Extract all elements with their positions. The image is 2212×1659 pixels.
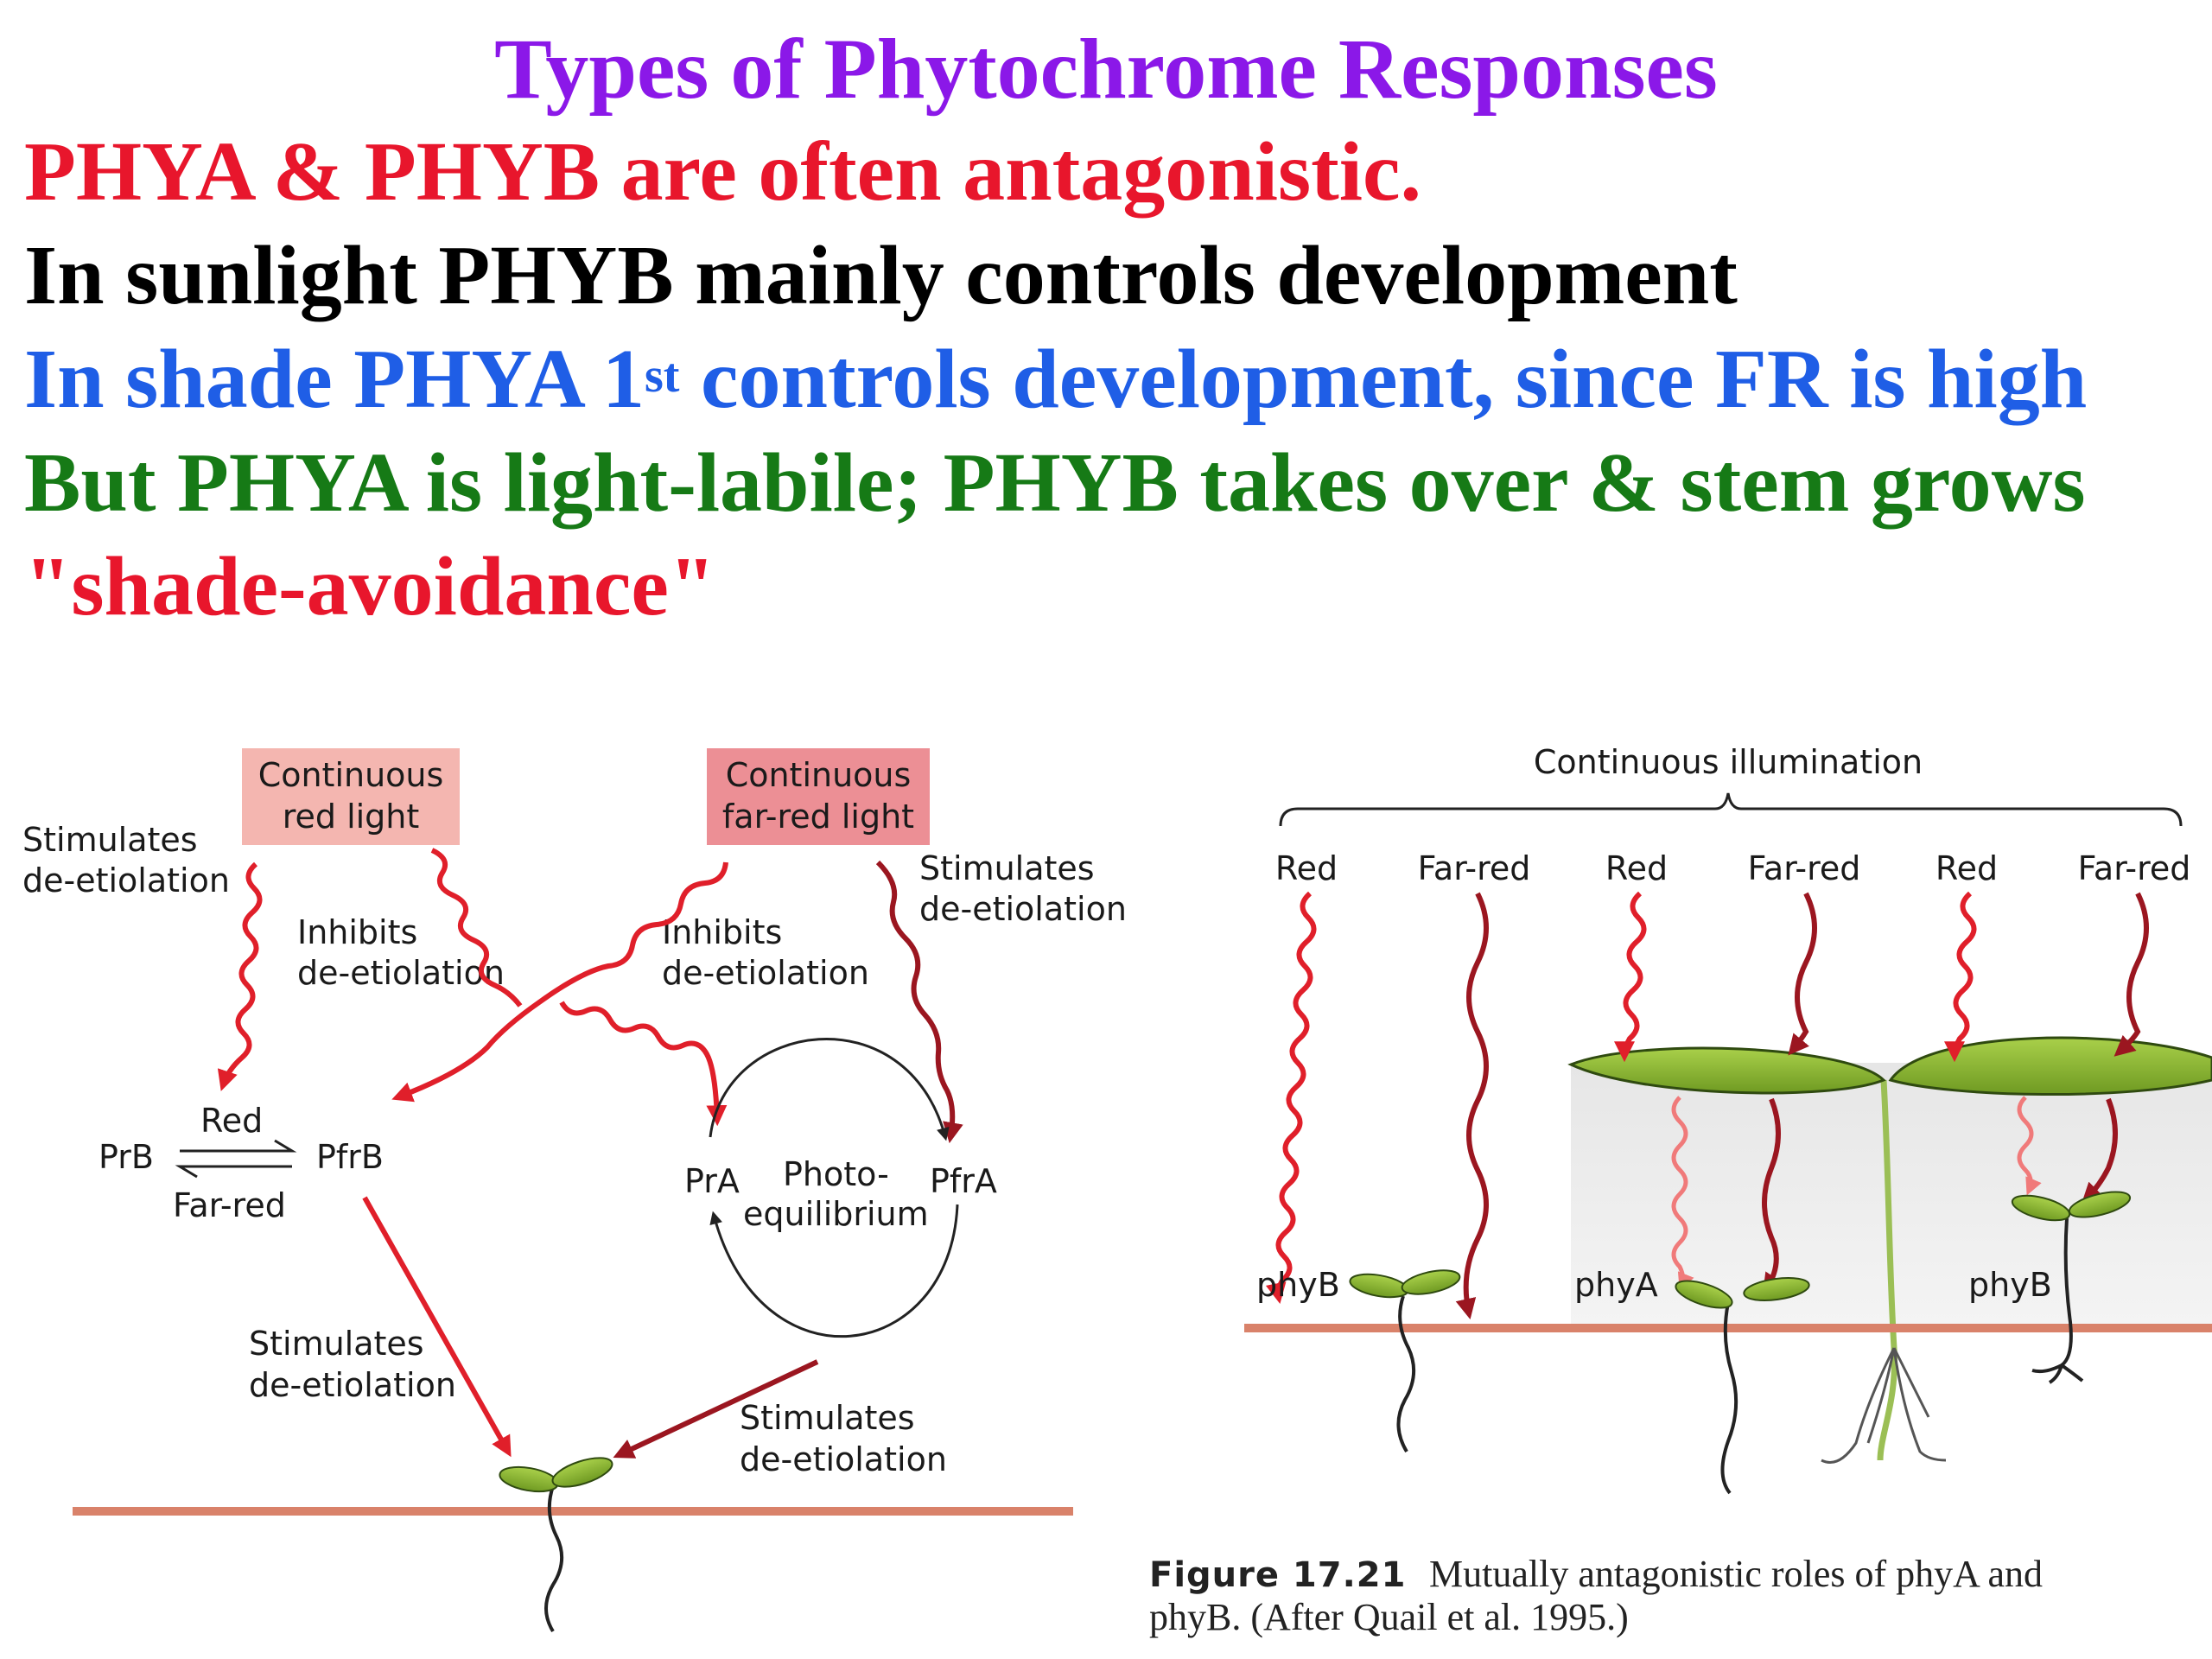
figure-number: Figure 17.21 xyxy=(1149,1555,1406,1595)
continuous-farred-line1: Continuous xyxy=(726,756,912,794)
inhib2-line1: Inhibits xyxy=(662,913,782,951)
seedling-phyb-right xyxy=(2011,1191,2132,1384)
photo-line2: equilibrium xyxy=(743,1195,929,1233)
reverse-conversion-arrow xyxy=(175,1165,292,1179)
text-line-shade-avoidance: "shade-avoidance" xyxy=(24,540,716,633)
arrow-farred-to-pfrb xyxy=(391,861,728,1103)
text-line-sunlight: In sunlight PHYB mainly controls develop… xyxy=(24,229,1738,322)
soil-line-right xyxy=(1244,1324,2212,1332)
seedling-left xyxy=(499,1457,613,1633)
tall-plant-roots xyxy=(1821,1347,1947,1464)
soil-line-left xyxy=(73,1507,1073,1516)
continuous-farred-box xyxy=(707,748,930,845)
beam-label-2: Far-red xyxy=(1418,849,1531,887)
beam-red-2 xyxy=(1614,891,1647,1063)
stim2-line1: Stimulates xyxy=(919,849,1095,887)
slide-title: Types of Phytochrome Responses xyxy=(494,21,1718,117)
beam-label-1: Red xyxy=(1275,849,1338,887)
arrow-pfrb-to-seedling xyxy=(362,1196,512,1458)
shade-post: controls development, since FR is high xyxy=(679,333,2088,426)
beam-farred-2 xyxy=(1788,892,1817,1056)
stim3-line2: de-etiolation xyxy=(249,1366,456,1404)
right-diagram: Continuous illumination Red Far-red Red … xyxy=(1149,743,2212,1638)
illumination-brace xyxy=(1279,792,2183,827)
farred-label: Far-red xyxy=(173,1186,286,1224)
beam-label-6: Far-red xyxy=(2078,849,2191,887)
inhib1-line1: Inhibits xyxy=(297,913,417,951)
beam-farred-1 xyxy=(1455,892,1489,1320)
continuous-red-line2: red light xyxy=(283,798,420,836)
tall-plant-stem xyxy=(1877,1079,1898,1461)
photoequilibrium-reverse-arc xyxy=(709,1204,959,1338)
pfrb-label: PfrB xyxy=(316,1138,384,1176)
stim1-line2: de-etiolation xyxy=(22,861,230,899)
left-diagram: Continuous red light Continuous far-red … xyxy=(22,748,1127,1633)
beam-red-3 xyxy=(1944,891,1977,1063)
beam-transmitted-farred-3 xyxy=(2081,1097,2118,1205)
beam-transmitted-farred-2 xyxy=(1762,1097,1783,1294)
continuous-red-box xyxy=(242,748,460,845)
stim1-line1: Stimulates xyxy=(22,821,198,859)
text-line-light-labile: But PHYA is light-labile; PHYB takes ove… xyxy=(24,436,2086,530)
beam-farred-3 xyxy=(2113,892,2149,1057)
beam-red-1 xyxy=(1265,891,1317,1305)
beam-label-5: Red xyxy=(1936,849,1998,887)
stim2-line2: de-etiolation xyxy=(919,890,1127,928)
stim3-line1: Stimulates xyxy=(249,1325,424,1363)
seedling-phya xyxy=(1675,1276,1810,1495)
shade-pre: In shade PHYA 1 xyxy=(24,333,645,426)
photoequilibrium-forward-arc xyxy=(709,1037,950,1141)
prb-label: PrB xyxy=(99,1138,154,1176)
text-line-antagonistic: PHYA & PHYB are often antagonistic. xyxy=(24,125,1421,219)
inhib2-line2: de-etiolation xyxy=(662,954,869,992)
arrow-pfra-to-seedling xyxy=(613,1359,819,1459)
continuous-red-line1: Continuous xyxy=(258,756,444,794)
inhib1-line2: de-etiolation xyxy=(297,954,505,992)
beam-transmitted-red-3 xyxy=(2017,1096,2042,1196)
arrow-farred-to-pfra xyxy=(875,860,963,1144)
seedling-phyb-left xyxy=(1349,1269,1461,1453)
forward-conversion-arrow xyxy=(180,1139,297,1153)
shade-sup: st xyxy=(645,349,680,403)
continuous-farred-line2: far-red light xyxy=(722,798,914,836)
arrow-red-to-prb xyxy=(217,861,263,1091)
pra-label: PrA xyxy=(684,1162,740,1200)
arrow-red-inhibit xyxy=(430,848,523,1007)
stim4-line2: de-etiolation xyxy=(740,1440,947,1478)
caption-line2: phyB. (After Quail et al. 1995.) xyxy=(1149,1596,1629,1638)
photo-line1: Photo- xyxy=(783,1155,889,1193)
phyb-right-label: phyB xyxy=(1968,1266,2052,1304)
phya-label: phyA xyxy=(1574,1266,1658,1304)
continuous-illumination-header: Continuous illumination xyxy=(1534,743,1923,781)
phyb-left-label: phyB xyxy=(1256,1266,1340,1304)
canopy-leaf-right xyxy=(1888,1036,2212,1096)
beam-label-3: Red xyxy=(1605,849,1668,887)
beam-label-4: Far-red xyxy=(1748,849,1861,887)
beam-transmitted-red-2 xyxy=(1671,1096,1694,1291)
caption-line1: Mutually antagonistic roles of phyA and xyxy=(1429,1553,2043,1595)
text-line-shade: In shade PHYA 1st controls development, … xyxy=(24,328,2087,430)
stim4-line1: Stimulates xyxy=(740,1399,915,1437)
pfra-label: PfrA xyxy=(930,1162,997,1200)
arrow-to-pra xyxy=(559,1001,728,1127)
red-label: Red xyxy=(200,1102,263,1140)
